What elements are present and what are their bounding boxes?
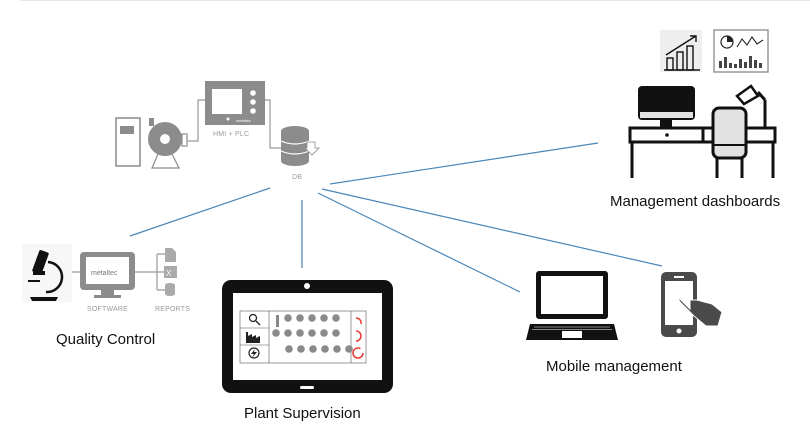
pump-symbol xyxy=(308,329,316,337)
pump-symbol xyxy=(296,329,304,337)
pump-symbol xyxy=(285,345,293,353)
gauge-indicators xyxy=(352,317,364,359)
connector-phone xyxy=(321,188,663,267)
hmi-plc-icon: metaltec xyxy=(205,81,265,125)
db-label: DB xyxy=(292,174,303,181)
laptop-icon xyxy=(526,271,618,340)
bar-chart-growth-icon xyxy=(660,30,702,72)
connector-quality xyxy=(129,187,271,237)
management-dashboards-label: Management dashboards xyxy=(610,193,781,210)
mobile-management-label: Mobile management xyxy=(546,358,682,375)
microscope-icon xyxy=(28,250,64,301)
analytics-dashboard-icon xyxy=(713,29,769,73)
factory-icon xyxy=(246,332,260,343)
pump-symbol xyxy=(296,314,304,322)
pump-symbol xyxy=(321,345,329,353)
smartphone-touch-icon xyxy=(661,272,723,337)
reports-label: REPORTS xyxy=(155,306,191,313)
quality-control-label: Quality Control xyxy=(56,331,156,348)
pump-symbol xyxy=(320,314,328,322)
pdf-report-icon xyxy=(165,248,176,262)
lightning-icon xyxy=(248,347,260,359)
hmi-plc-label: HMI + PLC xyxy=(213,131,250,138)
software-label: SOFTWARE xyxy=(87,306,129,313)
pump-symbol xyxy=(297,345,305,353)
database-icon xyxy=(280,126,320,166)
pump-symbol xyxy=(309,345,317,353)
search-icon xyxy=(248,313,261,326)
db-report-icon xyxy=(165,283,175,296)
source-machines: metaltec xyxy=(115,81,320,169)
top-divider xyxy=(20,0,810,1)
software-monitor-icon: metaltec xyxy=(80,252,135,298)
pump-symbol xyxy=(272,329,280,337)
pump-symbol xyxy=(333,345,341,353)
pump-symbol xyxy=(320,329,328,337)
connector-laptop xyxy=(317,192,521,293)
process-schematic xyxy=(272,314,353,353)
excel-report-icon: X xyxy=(164,266,177,278)
software-brand-text: metaltec xyxy=(91,270,118,277)
tablet-graphic xyxy=(222,280,393,393)
supervision-screen xyxy=(239,310,367,364)
hmi-brand-text: metaltec xyxy=(236,118,251,123)
plant-supervision-label: Plant Supervision xyxy=(244,405,361,422)
pump-symbol xyxy=(284,314,292,322)
pump-symbol xyxy=(332,314,340,322)
quality-control-graphic: metaltec X xyxy=(22,244,177,302)
pump-symbol xyxy=(345,345,353,353)
pump-symbol xyxy=(332,329,340,337)
desk-workstation-icon xyxy=(628,84,777,178)
connector-management xyxy=(329,142,599,185)
pump-symbol xyxy=(308,314,316,322)
svg-text:X: X xyxy=(166,269,172,278)
pump-icon xyxy=(148,118,188,169)
cabinet-icon xyxy=(115,117,141,167)
pump-symbol xyxy=(284,329,292,337)
